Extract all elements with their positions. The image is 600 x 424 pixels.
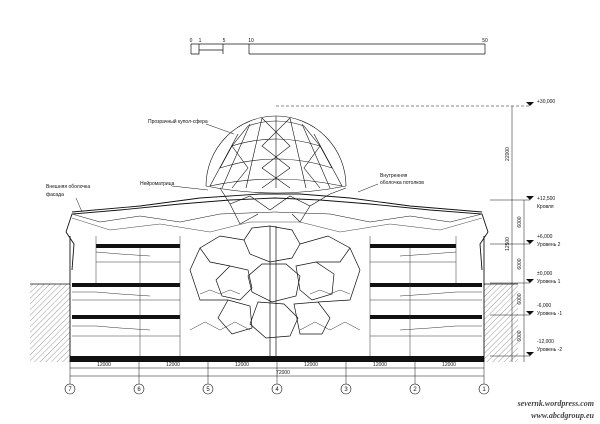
callout-leaders [75,123,379,213]
axis-7: 7 [68,387,72,393]
bdim-total: 72000 [276,370,290,376]
vdim-6000-d: 6000 [517,330,523,341]
axis-4: 4 [275,387,279,393]
ground-right [484,284,518,362]
scale-tick-10: 10 [248,38,254,44]
axis-5: 5 [206,387,210,393]
bdim-6: 12000 [442,362,456,368]
building-shell [65,193,489,362]
geodesic-dome [205,115,347,225]
level-markers [526,102,534,356]
level-lines [276,105,530,362]
level-name-3: Уровень 1 [537,279,561,285]
bdim-5: 12000 [373,362,387,368]
bdim-3: 12000 [235,362,249,368]
callout-dome: Прозрачный купол-сфера [148,118,208,125]
callout-outer-2: фасада [46,192,64,198]
level-name-4: Уровень -1 [537,311,562,317]
callout-neuro: Нейроматрица [140,180,175,187]
level-elev-1: +12,500 [537,196,555,202]
scale-tick-1: 1 [199,38,202,44]
vdim-6000-a: 6000 [517,216,523,227]
level-name-2: Уровень 2 [537,242,561,248]
vdim-6000-c: 6000 [517,293,523,304]
vdim-6000-b: 6000 [517,258,523,269]
axis-2: 2 [413,387,417,393]
scale-bar [190,43,486,55]
axis-3: 3 [344,387,348,393]
scale-tick-0: 0 [190,38,193,44]
level-elev-3: ±0,000 [537,271,552,277]
callout-inner-1: Внутренняя [380,173,408,179]
level-elev-4: -6,000 [537,303,551,309]
bdim-4: 12000 [304,362,318,368]
bdim-2: 12000 [166,362,180,368]
watermark-1: severnk.wordpress.com [517,399,594,408]
level-name-5: Уровень -2 [537,347,562,353]
level-elev-2: +6,000 [537,234,553,240]
callout-outer-1: Внешняя оболочка [46,184,90,190]
bottom-dimension-lines [69,362,485,384]
interior-lines [72,236,482,356]
ground-left [30,284,70,362]
callout-inner-2: оболочка потолков [380,180,424,186]
watermark-2: www.abcdgroup.eu [531,411,594,420]
scale-tick-50: 50 [482,38,488,44]
vdim-22000: 22000 [505,147,511,161]
vdim-12500: 12500 [505,237,511,251]
level-name-1: Кровля [537,204,554,210]
level-elev-5: -12,000 [537,339,554,345]
axis-6: 6 [137,387,141,393]
axis-1: 1 [482,387,486,393]
level-elev-0: +30,000 [537,99,555,105]
bdim-1: 12000 [97,362,111,368]
scale-tick-5: 5 [223,38,226,44]
axis-bubbles [64,383,490,395]
neuro-matrix-core [189,225,361,356]
floor-slabs [70,244,484,362]
